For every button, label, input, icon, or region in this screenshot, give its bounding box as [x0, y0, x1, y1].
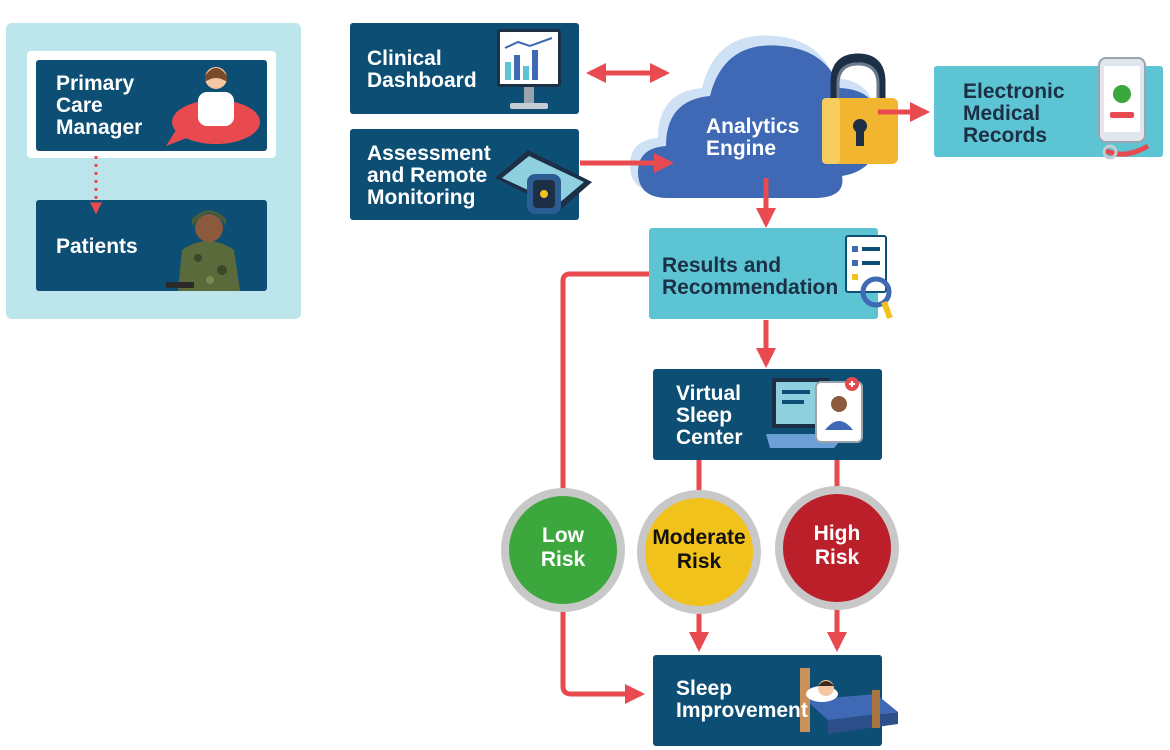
- results-recommendation-box: [649, 228, 878, 319]
- results-recommendation-label: Results and Recommendation: [662, 254, 839, 299]
- assessment-monitoring-label: Assessment and Remote Monitoring: [367, 142, 491, 209]
- electronic-medical-records-label: Electronic Medical Records: [963, 80, 1065, 147]
- monitor-dashboard-icon: [497, 29, 561, 109]
- assessment-monitoring-box: [350, 129, 579, 220]
- telehealth-laptop-icon: [766, 377, 863, 448]
- high-risk-label: High Risk: [813, 522, 861, 569]
- low-risk-circle: [501, 488, 625, 612]
- sleep-improvement-label: Sleep Improvement: [676, 677, 808, 722]
- analytics-cloud-icon: [630, 35, 880, 198]
- low-risk-to-sleep-arrow: [560, 608, 645, 704]
- low-risk-label: Low Risk: [540, 524, 586, 571]
- sleep-improvement-box: [653, 655, 882, 746]
- smartwatch-tablet-icon: [495, 150, 592, 214]
- primary-care-manager-label: Primary Care Manager: [56, 72, 143, 139]
- report-magnifier-icon: [845, 235, 893, 320]
- high-risk-circle: [775, 486, 899, 610]
- moderate-risk-circle: [637, 490, 761, 614]
- soldier-patient-icon: [166, 210, 240, 291]
- virtual-sleep-center-label: Virtual Sleep Center: [676, 382, 743, 449]
- care-manager-headset-icon: [166, 67, 260, 146]
- analytics-engine-label: Analytics Engine: [706, 115, 800, 160]
- padlock-icon: [822, 53, 898, 164]
- smartphone-stethoscope-icon: [1098, 57, 1150, 160]
- patients-label: Patients: [56, 235, 138, 258]
- moderate-risk-label: Moderate Risk: [652, 526, 746, 573]
- results-to-low-risk-line: [560, 271, 649, 492]
- sleeping-bed-icon: [800, 668, 898, 734]
- clinical-dashboard-label: Clinical Dashboard: [367, 47, 477, 92]
